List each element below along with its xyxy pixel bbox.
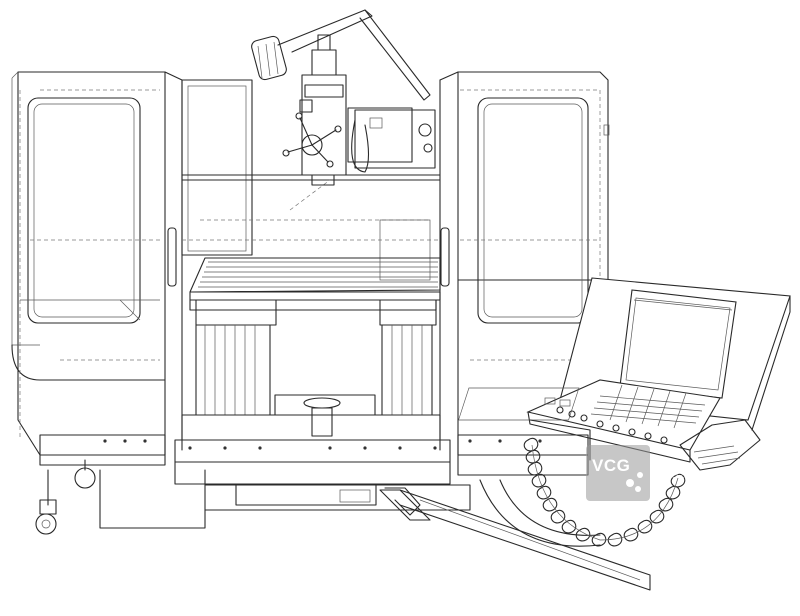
watermark-id-text: VCG211308548766	[656, 469, 749, 481]
front-lever	[339, 487, 421, 516]
spindle-head-assembly	[251, 9, 436, 186]
cnc-control-panel	[458, 277, 791, 471]
watermark-brand: VCG	[592, 456, 631, 475]
front-cabinet	[103, 439, 542, 485]
coiled-cable	[523, 437, 686, 547]
bellows-covers	[181, 324, 441, 441]
control-panel-knobs	[544, 397, 668, 444]
worktable	[189, 257, 441, 326]
control-panel-keypad	[458, 384, 706, 429]
caster-wheels	[35, 459, 96, 535]
right-enclosure-panel	[439, 71, 610, 476]
watermark: VCG VCG211308548766	[586, 445, 786, 501]
left-enclosure-panel	[11, 71, 183, 466]
machine-base	[99, 469, 651, 591]
center-back-wall	[181, 79, 441, 281]
vcg-logo-icon	[586, 445, 650, 501]
